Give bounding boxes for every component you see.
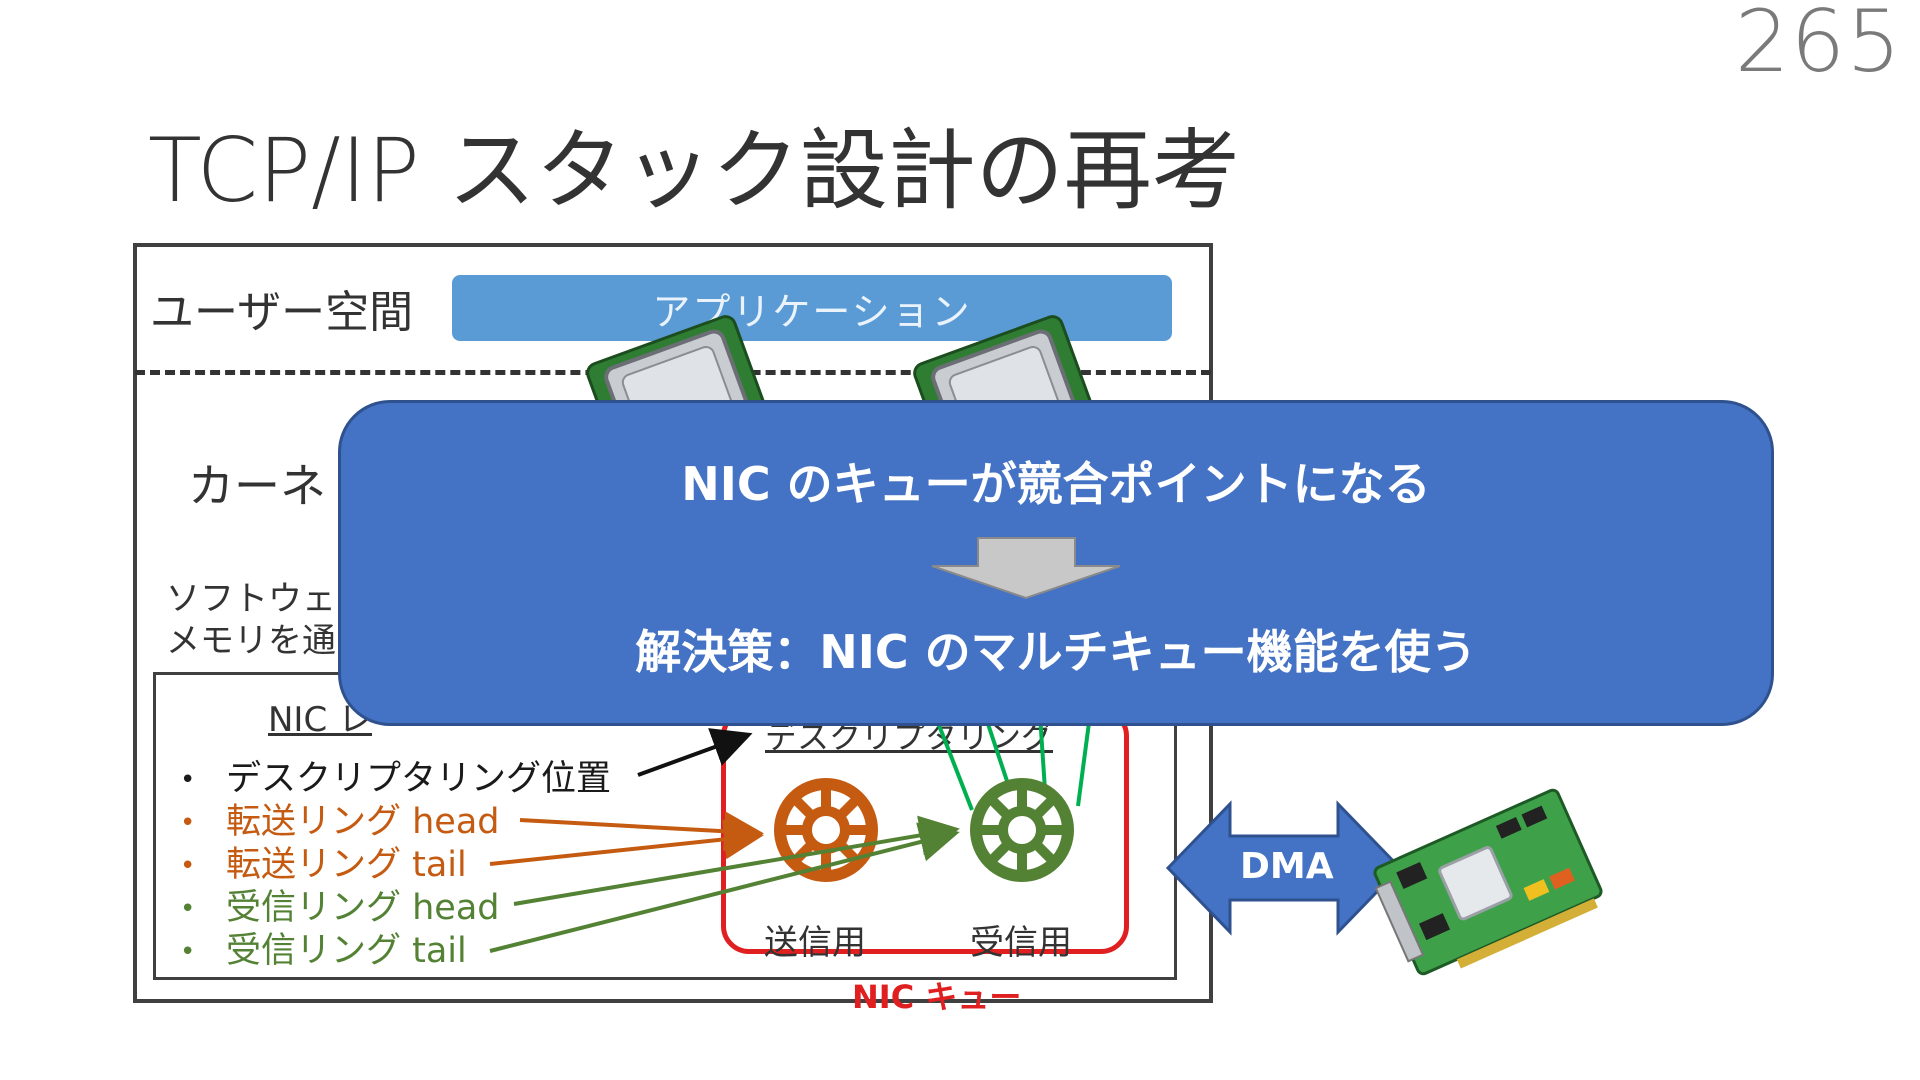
bullet: • bbox=[180, 937, 196, 967]
down-arrow-icon bbox=[931, 537, 1121, 600]
tx-ring-label: 送信用 bbox=[764, 923, 866, 963]
cpu-to-rx-links bbox=[933, 714, 1092, 811]
kernel-label: カーネ bbox=[188, 459, 326, 513]
register-item-label: 受信リング tail bbox=[226, 931, 467, 971]
register-item-label: デスクリプタリング位置 bbox=[226, 759, 612, 799]
bullet: • bbox=[180, 894, 196, 924]
nic-queue-label: NIC キュー bbox=[852, 978, 1022, 1016]
bullet: • bbox=[180, 765, 196, 795]
callout-solution-text: 解決策：NIC のマルチキュー機能を使う bbox=[635, 625, 1477, 679]
rx-tail-arrow bbox=[489, 822, 960, 953]
rx-head-arrow bbox=[513, 815, 960, 906]
register-item-rx-tail: • 受信リング tail bbox=[180, 922, 467, 973]
bullet: • bbox=[180, 808, 196, 838]
rx-ring-label: 受信用 bbox=[970, 923, 1072, 963]
page-number: 265 bbox=[1734, 0, 1902, 92]
register-item-tx-head: • 転送リング head bbox=[180, 793, 500, 844]
software-note: ソフトウェ メモリを通 bbox=[166, 578, 336, 662]
callout-problem-text: NIC のキューが競合ポイントになる bbox=[681, 457, 1431, 511]
software-note-line2: メモリを通 bbox=[166, 621, 336, 661]
rx-ring-icon bbox=[970, 778, 1074, 882]
register-item-label: 転送リング head bbox=[226, 802, 500, 842]
register-item-label: 転送リング tail bbox=[226, 845, 467, 885]
tx-tail-arrow bbox=[489, 819, 764, 866]
register-item-label: 受信リング head bbox=[226, 888, 500, 928]
dma-label: DMA bbox=[1240, 846, 1334, 887]
register-item-tx-tail: • 転送リング tail bbox=[180, 836, 467, 887]
user-space-label: ユーザー空間 bbox=[150, 287, 414, 338]
tx-head-arrow bbox=[519, 811, 764, 852]
slide-title: TCP/IP スタック設計の再考 bbox=[148, 119, 1240, 222]
software-note-line1: ソフトウェ bbox=[166, 579, 336, 619]
bullet: • bbox=[180, 851, 196, 881]
register-item-rx-head: • 受信リング head bbox=[180, 879, 500, 930]
descriptor-pointer-arrow bbox=[637, 728, 753, 777]
register-item-descriptor-position: • デスクリプタリング位置 bbox=[180, 750, 611, 801]
nic-card-icon bbox=[1373, 788, 1603, 976]
